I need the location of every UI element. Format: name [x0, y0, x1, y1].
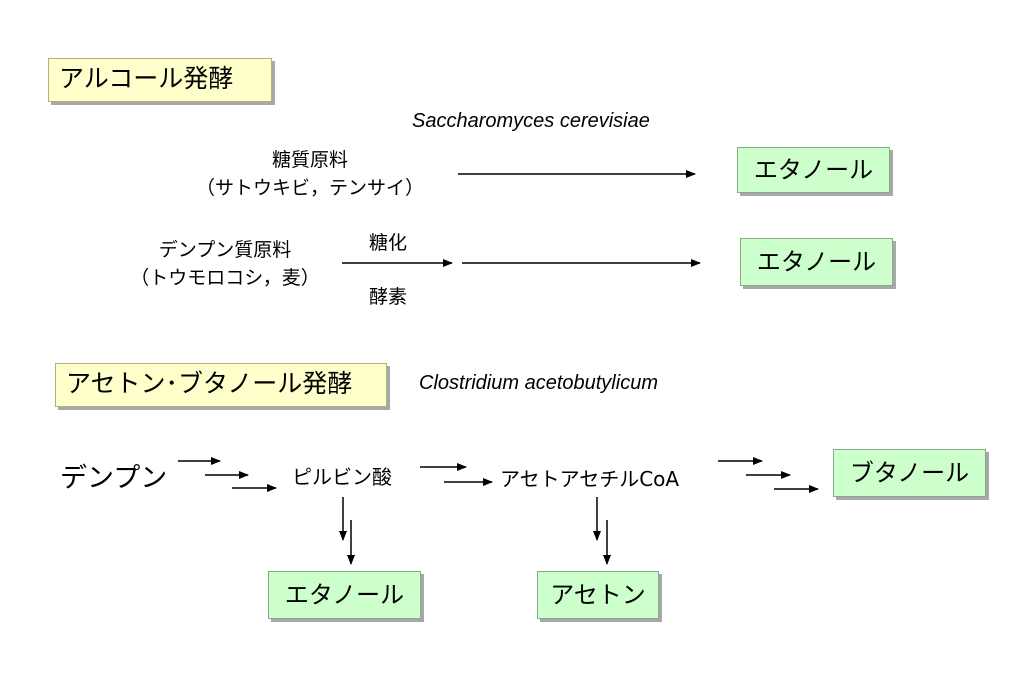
ethanol-product-box-2: エタノール [740, 238, 893, 286]
clostridium-species-label: Clostridium acetobutylicum [419, 372, 658, 394]
starch-source-examples: （トウモロコシ，麦） [130, 267, 320, 289]
arrow-acetoacetyl-to-butanol [718, 457, 819, 493]
enzyme-label: 酵素 [369, 286, 408, 308]
arrow-pyruvate-to-acetoacetyl [420, 463, 493, 486]
yeast-species-label: Saccharomyces cerevisiae [412, 110, 650, 132]
starch-source-label: デンプン質原料 （トウモロコシ，麦） [105, 236, 345, 292]
sugar-source-name: 糖質原料 [271, 149, 348, 171]
arrow-starch-to-pyruvate [178, 457, 277, 492]
saccharification-label: 糖化 [369, 232, 408, 254]
acetoacetyl-coa-label: アセトアセチルCoA [500, 467, 680, 491]
arrow-acetoacetyl-to-acetone [593, 497, 611, 565]
pyruvate-label: ピルビン酸 [292, 465, 392, 489]
starch-source-name: デンプン質原料 [158, 239, 292, 261]
sugar-source-label: 糖質原料 （サトウキビ，テンサイ） [170, 146, 450, 202]
starch-start-label: デンプン [60, 463, 168, 494]
arrow-pyruvate-to-ethanol [339, 497, 355, 565]
alcohol-fermentation-heading: アルコール発酵 [48, 58, 272, 102]
butanol-product-box: ブタノール [833, 449, 986, 497]
ethanol-product-box-3: エタノール [268, 571, 421, 619]
acetone-product-box: アセトン [537, 571, 659, 619]
abe-fermentation-heading: アセトン･ブタノール発酵 [55, 363, 387, 407]
ethanol-product-box-1: エタノール [737, 147, 890, 193]
sugar-source-examples: （サトウキビ，テンサイ） [195, 177, 424, 199]
